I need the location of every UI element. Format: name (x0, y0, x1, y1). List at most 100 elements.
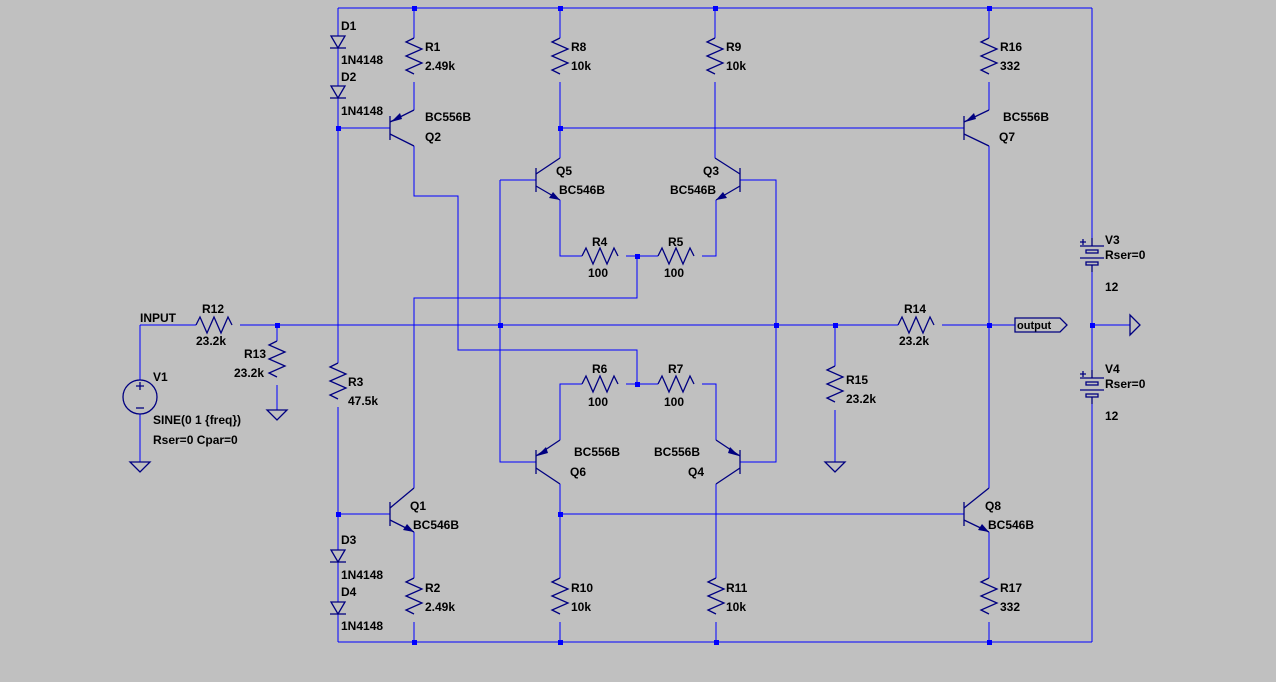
resistor-r12 (195, 316, 233, 334)
q6-value: BC556B (574, 445, 620, 459)
r9-ref: R9 (726, 40, 742, 54)
q8-ref: Q8 (985, 499, 1001, 513)
r2-ref: R2 (425, 581, 441, 595)
ground-r15-icon (823, 461, 847, 473)
diode-d2 (329, 85, 347, 100)
v1-value: SINE(0 1 {freq}) (153, 413, 241, 427)
r14-value: 23.2k (899, 334, 929, 348)
resistor-r5 (657, 247, 695, 265)
battery-v3 (1080, 238, 1104, 272)
r12-ref: R12 (202, 302, 224, 316)
d3-value: 1N4148 (341, 568, 383, 582)
r2-value: 2.49k (425, 600, 455, 614)
wires (139, 7, 1130, 643)
q4-ref: Q4 (688, 465, 704, 479)
r14-ref: R14 (904, 302, 926, 316)
ground-v1-icon (128, 461, 152, 473)
q2-ref: Q2 (425, 130, 441, 144)
resistor-r15 (826, 365, 844, 403)
resistors (195, 37, 998, 615)
r8-ref: R8 (571, 40, 587, 54)
v3-params: Rser=0 (1105, 248, 1146, 262)
r11-ref: R11 (726, 581, 748, 595)
resistor-r10 (551, 577, 569, 615)
input-net-label: INPUT (140, 311, 177, 325)
resistor-r9 (706, 37, 724, 75)
resistor-r7 (657, 375, 695, 393)
r13-value: 23.2k (234, 366, 264, 380)
r8-value: 10k (571, 59, 591, 73)
r15-ref: R15 (846, 373, 868, 387)
resistor-r17 (980, 577, 998, 615)
diode-d3 (329, 549, 347, 564)
r5-value: 100 (664, 266, 684, 280)
resistor-r2 (405, 577, 423, 615)
resistor-r3 (329, 362, 347, 400)
r4-ref: R4 (592, 235, 608, 249)
r3-value: 47.5k (348, 394, 378, 408)
q6-ref: Q6 (570, 465, 586, 479)
q4-value: BC556B (654, 445, 700, 459)
r17-ref: R17 (1000, 581, 1022, 595)
resistor-r6 (581, 375, 619, 393)
r15-value: 23.2k (846, 392, 876, 406)
v3-value: 12 (1105, 280, 1119, 294)
transistors (389, 109, 990, 533)
transistor-q8 (963, 487, 990, 533)
d2-ref: D2 (341, 70, 357, 84)
transistor-q2 (389, 109, 415, 147)
transistor-q3 (714, 157, 741, 201)
r16-value: 332 (1000, 59, 1020, 73)
q2-value: BC556B (425, 110, 471, 124)
r3-ref: R3 (348, 375, 364, 389)
q1-ref: Q1 (410, 499, 426, 513)
transistor-q4 (715, 439, 741, 485)
resistor-r14 (897, 316, 935, 334)
r12-value: 23.2k (196, 334, 226, 348)
d1-value: 1N4148 (341, 53, 383, 67)
resistor-r13 (268, 340, 286, 378)
q1-value: BC546B (413, 518, 459, 532)
q7-ref: Q7 (999, 130, 1015, 144)
q8-value: BC546B (988, 518, 1034, 532)
resistor-r16 (980, 37, 998, 75)
resistor-r8 (551, 37, 569, 75)
r7-value: 100 (664, 395, 684, 409)
d1-ref: D1 (341, 19, 357, 33)
output-port-flag (1014, 317, 1068, 333)
r9-value: 10k (726, 59, 746, 73)
transistor-q7 (963, 109, 990, 147)
transistor-q5 (535, 157, 561, 201)
d3-ref: D3 (341, 533, 357, 547)
v4-ref: V4 (1105, 362, 1120, 376)
q7-value: BC556B (1003, 110, 1049, 124)
r17-value: 332 (1000, 600, 1020, 614)
output-net-label: output (1017, 320, 1052, 332)
v1-ref: V1 (153, 370, 168, 384)
labels: D1 1N4148 D2 1N4148 D3 1N4148 D4 1N4148 … (140, 19, 1146, 633)
v4-params: Rser=0 (1105, 377, 1146, 391)
voltage-source-v1 (122, 379, 158, 415)
r13-ref: R13 (244, 347, 266, 361)
d4-value: 1N4148 (341, 619, 383, 633)
r10-ref: R10 (571, 581, 593, 595)
q3-ref: Q3 (703, 164, 719, 178)
transistor-q6 (535, 439, 561, 485)
r11-value: 10k (726, 600, 746, 614)
r1-ref: R1 (425, 40, 441, 54)
r5-ref: R5 (668, 235, 684, 249)
q5-ref: Q5 (556, 164, 572, 178)
resistor-r11 (707, 577, 725, 615)
v4-value: 12 (1105, 409, 1119, 423)
diode-d4 (329, 601, 347, 616)
sources (122, 238, 1141, 473)
v3-ref: V3 (1105, 233, 1120, 247)
r6-ref: R6 (592, 362, 608, 376)
junctions (275, 6, 1095, 645)
r6-value: 100 (588, 395, 608, 409)
ground-r13-icon (265, 409, 289, 421)
diodes (329, 35, 347, 616)
resistor-r1 (405, 37, 423, 75)
